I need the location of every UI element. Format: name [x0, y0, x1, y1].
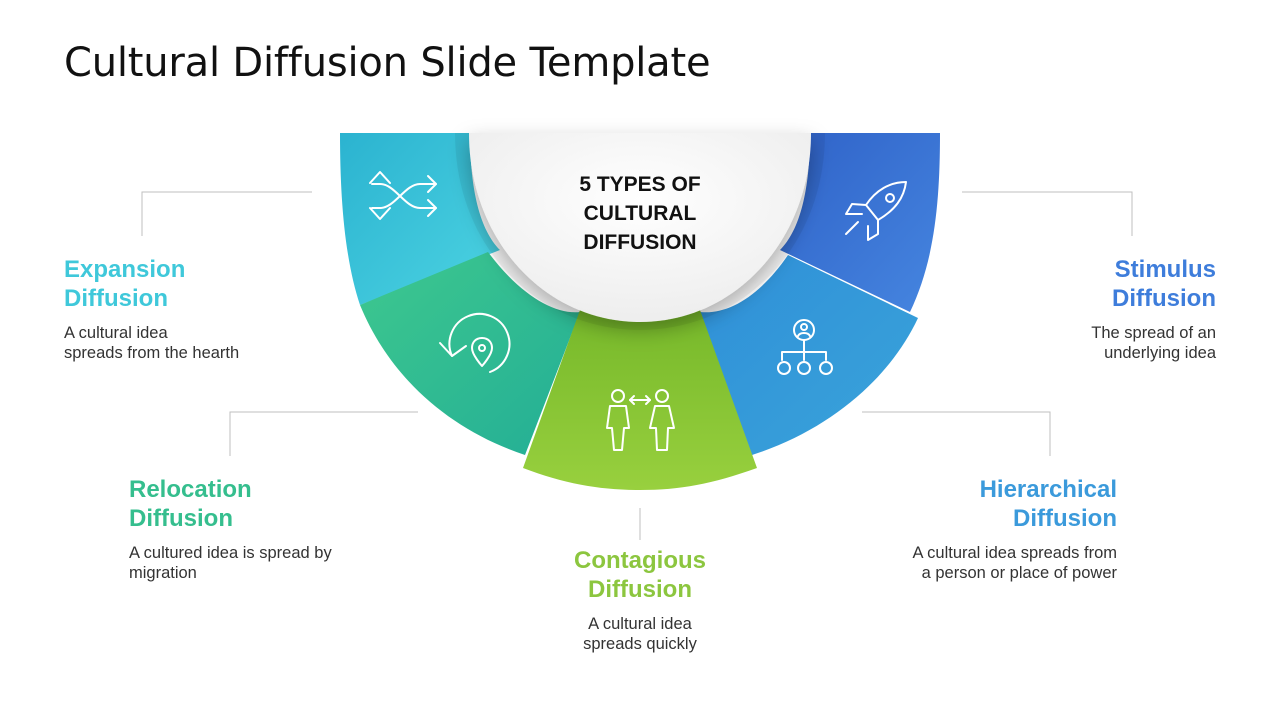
expansion-desc-line2: spreads from the hearth: [64, 344, 240, 362]
expansion-title-line1: Expansion: [64, 256, 186, 283]
hierarchical-desc-line1: A cultural idea spreads from: [912, 544, 1117, 562]
stimulus-desc-line2: underlying idea: [1104, 344, 1216, 362]
center-title-line2: CULTURAL: [583, 202, 697, 225]
connector-expansion: [141, 191, 312, 236]
center-title: 5 TYPES OF CULTURAL DIFFUSION: [540, 170, 740, 257]
stimulus-title-line2: Diffusion: [1112, 285, 1216, 312]
hierarchical-title-line2: Diffusion: [1013, 505, 1117, 532]
expansion-title-line2: Diffusion: [64, 285, 168, 312]
hierarchical-title: Hierarchical Diffusion: [837, 475, 1117, 533]
center-title-line1: 5 TYPES OF: [579, 173, 701, 196]
center-title-line3: DIFFUSION: [583, 231, 697, 254]
hierarchical-description: A cultural idea spreads from a person or…: [837, 543, 1117, 583]
slide-title: Cultural Diffusion Slide Template: [64, 40, 711, 86]
relocation-pin-icon: [439, 312, 511, 373]
connector-stimulus: [962, 191, 1133, 236]
relocation-description: A cultured idea is spread by migration: [129, 543, 409, 583]
people-exchange-icon: [606, 389, 675, 451]
label-expansion: Expansion Diffusion A cultural idea spre…: [64, 255, 344, 363]
connector-lines: [141, 191, 1133, 540]
segment-stimulus: [780, 133, 940, 312]
center-circle: [469, 133, 811, 322]
segment-hierarchical: [700, 255, 918, 455]
stimulus-description: The spread of an underlying idea: [936, 323, 1216, 363]
expansion-title: Expansion Diffusion: [64, 255, 344, 313]
relocation-desc-line2: migration: [129, 564, 197, 582]
contagious-desc-line2: spreads quickly: [583, 635, 697, 653]
stimulus-title-line1: Stimulus: [1114, 256, 1216, 283]
stimulus-desc-line1: The spread of an: [1091, 324, 1216, 342]
contagious-title-line2: Diffusion: [588, 576, 692, 603]
relocation-title-line1: Relocation: [129, 476, 252, 503]
contagious-title: Contagious Diffusion: [500, 546, 780, 604]
segment-relocation: [360, 252, 580, 455]
relocation-title: Relocation Diffusion: [129, 475, 409, 533]
contagious-description: A cultural idea spreads quickly: [500, 614, 780, 654]
contagious-desc-line1: A cultural idea: [588, 615, 692, 633]
label-relocation: Relocation Diffusion A cultured idea is …: [129, 475, 409, 583]
connector-hierarchical: [862, 411, 1051, 456]
stimulus-title: Stimulus Diffusion: [936, 255, 1216, 313]
hierarchy-icon: [777, 319, 833, 375]
contagious-title-line1: Contagious: [574, 547, 706, 574]
hierarchical-desc-line2: a person or place of power: [921, 564, 1117, 582]
label-contagious: Contagious Diffusion A cultural idea spr…: [500, 546, 780, 654]
label-hierarchical: Hierarchical Diffusion A cultural idea s…: [837, 475, 1117, 583]
expansion-desc-line1: A cultural idea: [64, 324, 168, 342]
relocation-desc-line1: A cultured idea is spread by: [129, 544, 332, 562]
segment-expansion: [340, 133, 500, 305]
label-stimulus: Stimulus Diffusion The spread of an unde…: [936, 255, 1216, 363]
rocket-icon: [845, 181, 907, 241]
hierarchical-title-line1: Hierarchical: [979, 476, 1117, 503]
relocation-title-line2: Diffusion: [129, 505, 233, 532]
connector-relocation: [229, 411, 418, 456]
expansion-description: A cultural idea spreads from the hearth: [64, 323, 344, 363]
shuffle-arrows-icon: [369, 171, 437, 220]
